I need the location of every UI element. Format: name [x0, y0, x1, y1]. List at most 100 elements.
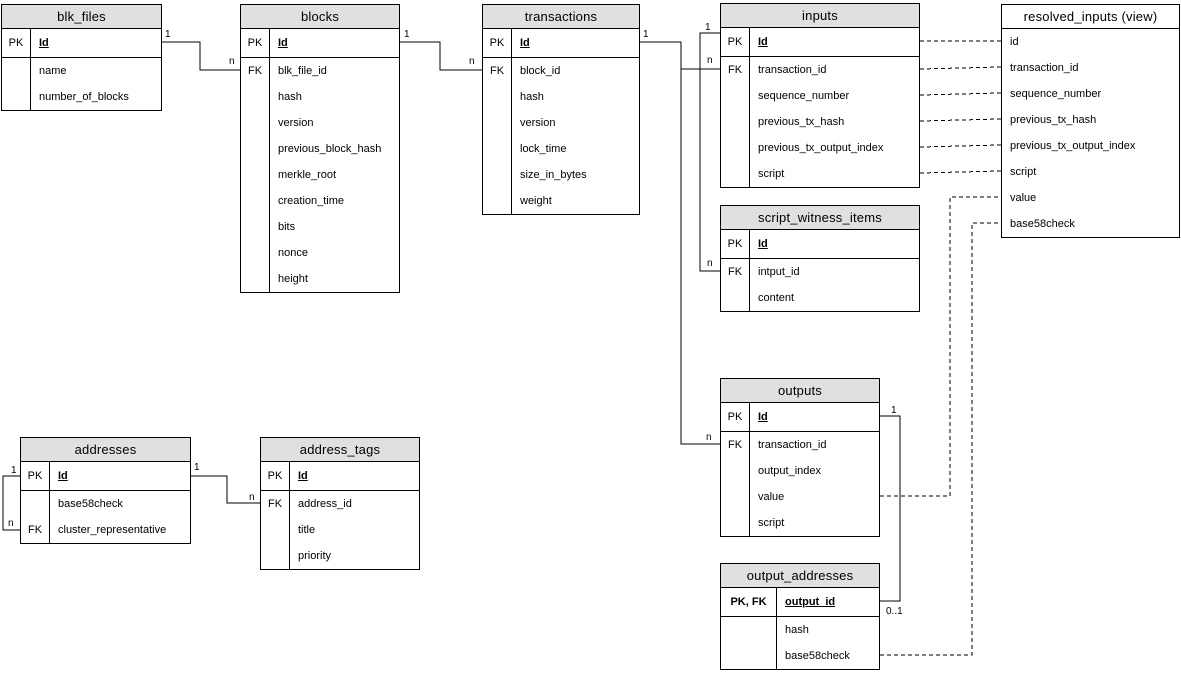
field-row: id [1010, 36, 1019, 48]
table-title: script_witness_items [721, 206, 919, 230]
table-outputs: outputs PK Id FK transaction_id output_i… [720, 378, 880, 537]
fields-section: FK transaction_id output_index value scr… [721, 432, 879, 536]
key-cell [241, 84, 269, 110]
key-cell [241, 188, 269, 214]
table-script-witness-items: script_witness_items PK Id FK intput_id … [720, 205, 920, 312]
cardinality-label: n [8, 518, 14, 529]
key-cell: PK [247, 37, 263, 49]
pk-section: PK Id [721, 230, 919, 259]
key-cell: PK [267, 470, 283, 482]
key-cell [483, 136, 511, 162]
view-mapping-line-previous-tx-output-index [919, 144, 1002, 148]
pk-section: PK Id [721, 28, 919, 57]
cardinality-label: 1 [705, 22, 711, 33]
key-cell [241, 162, 269, 188]
table-title: resolved_inputs (view) [1002, 5, 1179, 29]
view-mapping-line-transaction-id [919, 66, 1002, 70]
field-row: hash [278, 91, 302, 103]
cardinality-label: n [707, 55, 713, 66]
field-row: address_id [298, 498, 352, 510]
field-row: previous_block_hash [278, 143, 382, 155]
table-transactions: transactions PK Id FK block_id hash vers… [482, 4, 640, 215]
key-cell: FK [267, 498, 283, 510]
fields-section: FK blk_file_id hash version previous_blo… [241, 58, 399, 292]
table-title: inputs [721, 4, 919, 28]
key-cell [483, 110, 511, 136]
field-row: output_index [758, 465, 821, 477]
pk-section: PK, FK output_id [721, 588, 879, 617]
key-cell [721, 83, 749, 109]
key-cell: PK [727, 36, 743, 48]
cardinality-label: 1 [194, 462, 200, 473]
pk-section: PK Id [721, 403, 879, 432]
key-cell: FK [247, 65, 263, 77]
field-row: merkle_root [278, 169, 337, 181]
key-cell: FK [27, 524, 43, 536]
field-row: height [278, 273, 308, 285]
pk-section: PK Id [261, 462, 419, 491]
view-mapping-line-sequence-number [919, 92, 1002, 96]
key-cell: PK [489, 37, 505, 49]
field-row: sequence_number [1010, 88, 1102, 100]
table-title: address_tags [261, 438, 419, 462]
pk-field: Id [39, 37, 49, 49]
fields-section: FK base58check cluster_representative [21, 491, 190, 543]
relationship-line-outputs-output-addresses [880, 415, 901, 602]
relationship-line-blk-files-blocks [162, 41, 240, 71]
fields-section: id transaction_id sequence_number previo… [1002, 29, 1179, 237]
table-address-tags: address_tags PK Id FK address_id title p… [260, 437, 420, 570]
key-cell: FK [489, 65, 505, 77]
table-addresses: addresses PK Id FK base58check cluster_r… [20, 437, 191, 544]
table-blk-files: blk_files PK Id name number_of_blocks [1, 4, 162, 111]
fields-section: FK transaction_id sequence_number previo… [721, 57, 919, 187]
field-row: version [278, 117, 314, 129]
fields-section: FK block_id hash version lock_time size_… [483, 58, 639, 214]
pk-section: PK Id [2, 29, 161, 58]
key-cell [721, 161, 749, 187]
cardinality-label: 0..1 [886, 606, 903, 617]
key-cell [241, 240, 269, 266]
relationship-line-blocks-transactions [400, 41, 482, 71]
pk-field: Id [278, 37, 288, 49]
key-cell [721, 617, 776, 643]
fields-section: FK address_id title priority [261, 491, 419, 569]
field-row: previous_tx_hash [1010, 114, 1097, 126]
view-mapping-line-previous-tx-hash [919, 118, 1002, 122]
cardinality-label: n [707, 258, 713, 269]
field-row: base58check [58, 498, 123, 510]
pk-section: PK Id [21, 462, 190, 491]
key-cell [483, 162, 511, 188]
table-output-addresses: output_addresses PK, FK output_id hash b… [720, 563, 880, 670]
key-cell [241, 214, 269, 240]
pk-field: Id [520, 37, 530, 49]
cardinality-label: n [469, 56, 475, 67]
pk-field: output_id [785, 596, 836, 608]
key-cell [721, 285, 749, 311]
table-title: blk_files [2, 5, 161, 29]
field-row: value [1010, 192, 1037, 204]
fields-section: name number_of_blocks [2, 58, 161, 110]
key-cell: PK [27, 470, 43, 482]
key-cell: PK [727, 411, 743, 423]
key-cell [21, 491, 49, 517]
field-row: hash [520, 91, 544, 103]
key-cell [721, 643, 776, 669]
relationship-line-inputs-script-witness-items [699, 32, 720, 272]
field-row: number_of_blocks [39, 91, 129, 103]
field-row: cluster_representative [58, 524, 167, 536]
table-title: blocks [241, 5, 399, 29]
field-row: transaction_id [1010, 62, 1079, 74]
key-cell: PK [8, 37, 24, 49]
field-row: content [758, 292, 795, 304]
field-row: creation_time [278, 195, 345, 207]
field-row: transaction_id [758, 439, 827, 451]
field-row: base58check [785, 650, 850, 662]
field-row: previous_tx_output_index [758, 142, 884, 154]
field-row: hash [785, 624, 809, 636]
field-row: transaction_id [758, 64, 827, 76]
field-row: name [39, 65, 67, 77]
cardinality-label: n [229, 56, 235, 67]
key-cell [721, 135, 749, 161]
key-cell: PK, FK [730, 596, 767, 608]
field-row: script [1010, 166, 1037, 178]
